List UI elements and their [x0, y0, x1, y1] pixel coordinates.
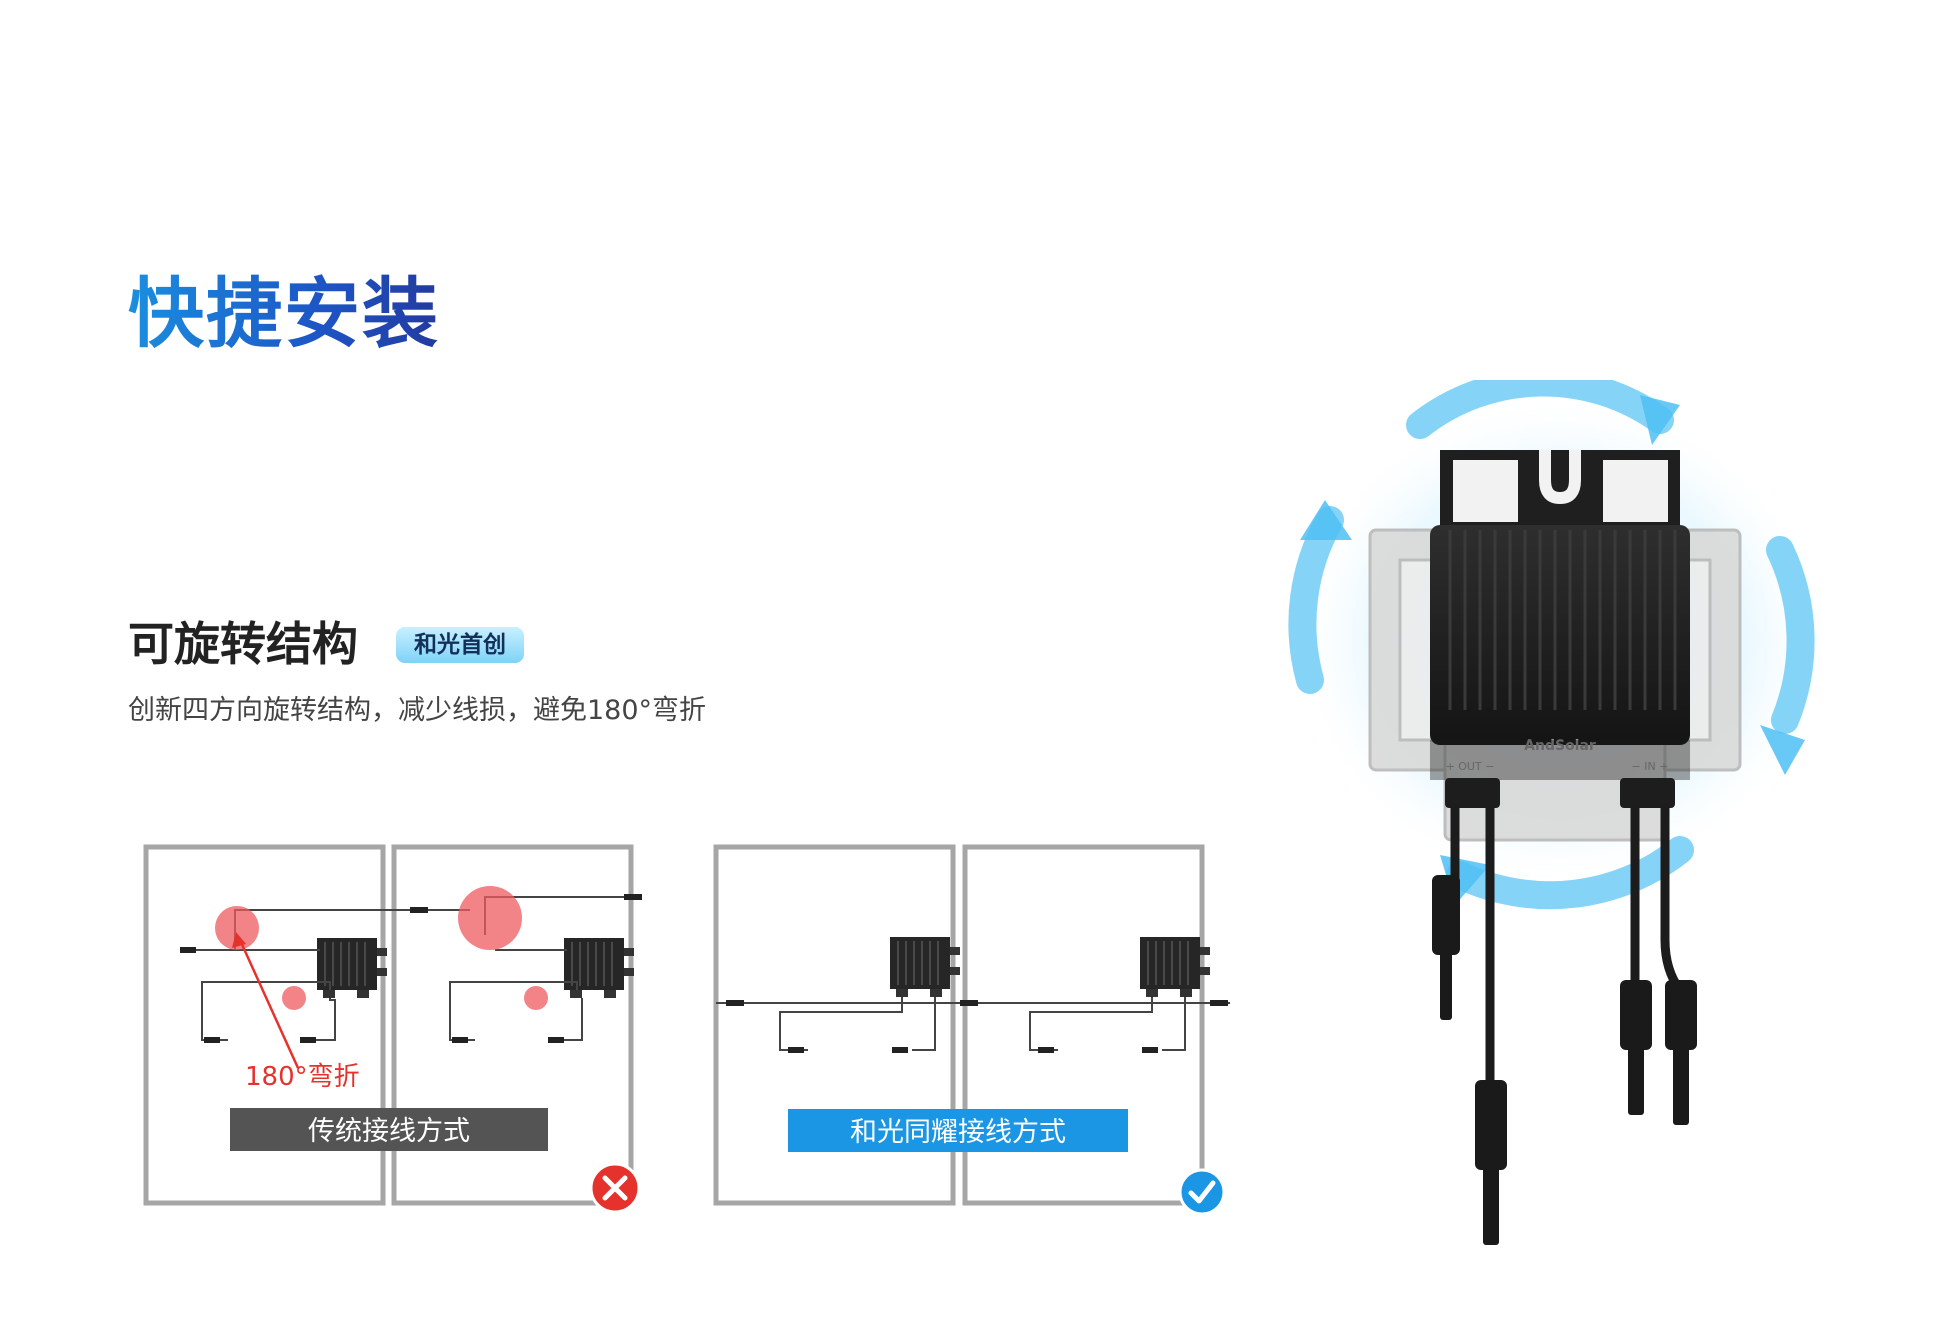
- feature-title: 可旋转结构: [128, 617, 358, 671]
- connectors: [726, 1000, 1228, 1053]
- feature-description: 创新四方向旋转结构，减少线损，避免180°弯折: [128, 695, 707, 726]
- traditional-label-bg: [230, 1108, 548, 1151]
- feature-badge: 和光首创: [396, 627, 524, 663]
- comparison-diagrams: 180°弯折 传统接线方式: [143, 844, 1230, 1216]
- check-icon: [1178, 1168, 1226, 1216]
- panel-frame: [391, 844, 634, 1206]
- traditional-diagram: 180°弯折 传统接线方式: [143, 844, 642, 1214]
- traditional-label: 传统接线方式: [308, 1116, 470, 1147]
- brand-logo: AndSolar: [1524, 738, 1596, 754]
- junction-box-body: AndSolar + OUT − − IN +: [1430, 525, 1690, 780]
- product-illustration: AndSolar + OUT − − IN +: [1288, 380, 1830, 1245]
- output-port: [1445, 778, 1500, 808]
- bend-highlight: [215, 906, 259, 950]
- junction-box: [1139, 936, 1211, 998]
- new-method-label-bg: [788, 1109, 1128, 1152]
- arrow-head-icon: [1300, 500, 1352, 540]
- connectors: [180, 894, 642, 1043]
- mounting-bracket: [1440, 450, 1680, 540]
- junction-box: [316, 937, 388, 999]
- bend-highlight: [458, 886, 522, 950]
- mc4-connectors: [1432, 875, 1697, 1245]
- bend-annotation: 180°弯折: [245, 1062, 360, 1092]
- junction-box: [563, 937, 635, 999]
- arrow-head-icon: [1640, 395, 1680, 445]
- annotation-arrow: [238, 939, 300, 1069]
- new-method-diagram: 和光同耀接线方式: [713, 844, 1230, 1216]
- bend-highlight: [524, 986, 548, 1010]
- arrow-head-icon: [1760, 725, 1805, 775]
- panel-frame: [962, 844, 1205, 1206]
- input-port: [1620, 778, 1675, 808]
- panel-frame: [713, 844, 956, 1206]
- cross-icon: [589, 1162, 641, 1214]
- junction-box: [889, 936, 961, 998]
- arrow-head-icon: [232, 932, 246, 948]
- bend-highlight: [282, 986, 306, 1010]
- page-title: 快捷安装: [128, 252, 440, 362]
- panel-frame: [143, 844, 386, 1206]
- port-out-label: + OUT −: [1446, 760, 1495, 773]
- port-in-label: − IN +: [1632, 760, 1669, 773]
- new-method-label: 和光同耀接线方式: [850, 1117, 1066, 1148]
